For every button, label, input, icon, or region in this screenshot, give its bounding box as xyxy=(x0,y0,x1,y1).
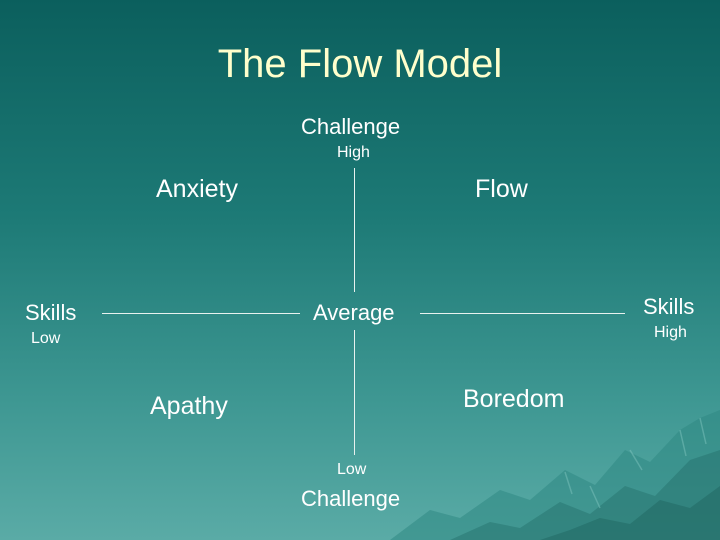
challenge-low-label: Low xyxy=(337,461,367,478)
challenge-axis-top-label: Challenge xyxy=(301,114,401,139)
skills-axis-left-line xyxy=(102,313,300,314)
quadrant-anxiety: Anxiety xyxy=(156,175,238,203)
challenge-axis-bottom-label: Challenge xyxy=(301,486,401,511)
quadrant-boredom: Boredom xyxy=(463,385,565,413)
skills-high-label: High xyxy=(654,324,687,341)
slide-title: The Flow Model xyxy=(217,42,503,86)
challenge-high-label: High xyxy=(337,144,370,161)
mountain-decoration xyxy=(390,410,720,540)
skills-axis-right-line xyxy=(420,313,625,314)
challenge-axis-upper-line xyxy=(354,168,355,292)
average-center-label: Average xyxy=(313,300,395,325)
quadrant-flow: Flow xyxy=(475,175,528,203)
challenge-axis-lower-line xyxy=(354,330,355,455)
skills-low-label: Low xyxy=(31,330,61,347)
quadrant-apathy: Apathy xyxy=(150,392,228,420)
skills-axis-left-label: Skills xyxy=(25,300,77,325)
skills-axis-right-label: Skills xyxy=(643,294,695,319)
